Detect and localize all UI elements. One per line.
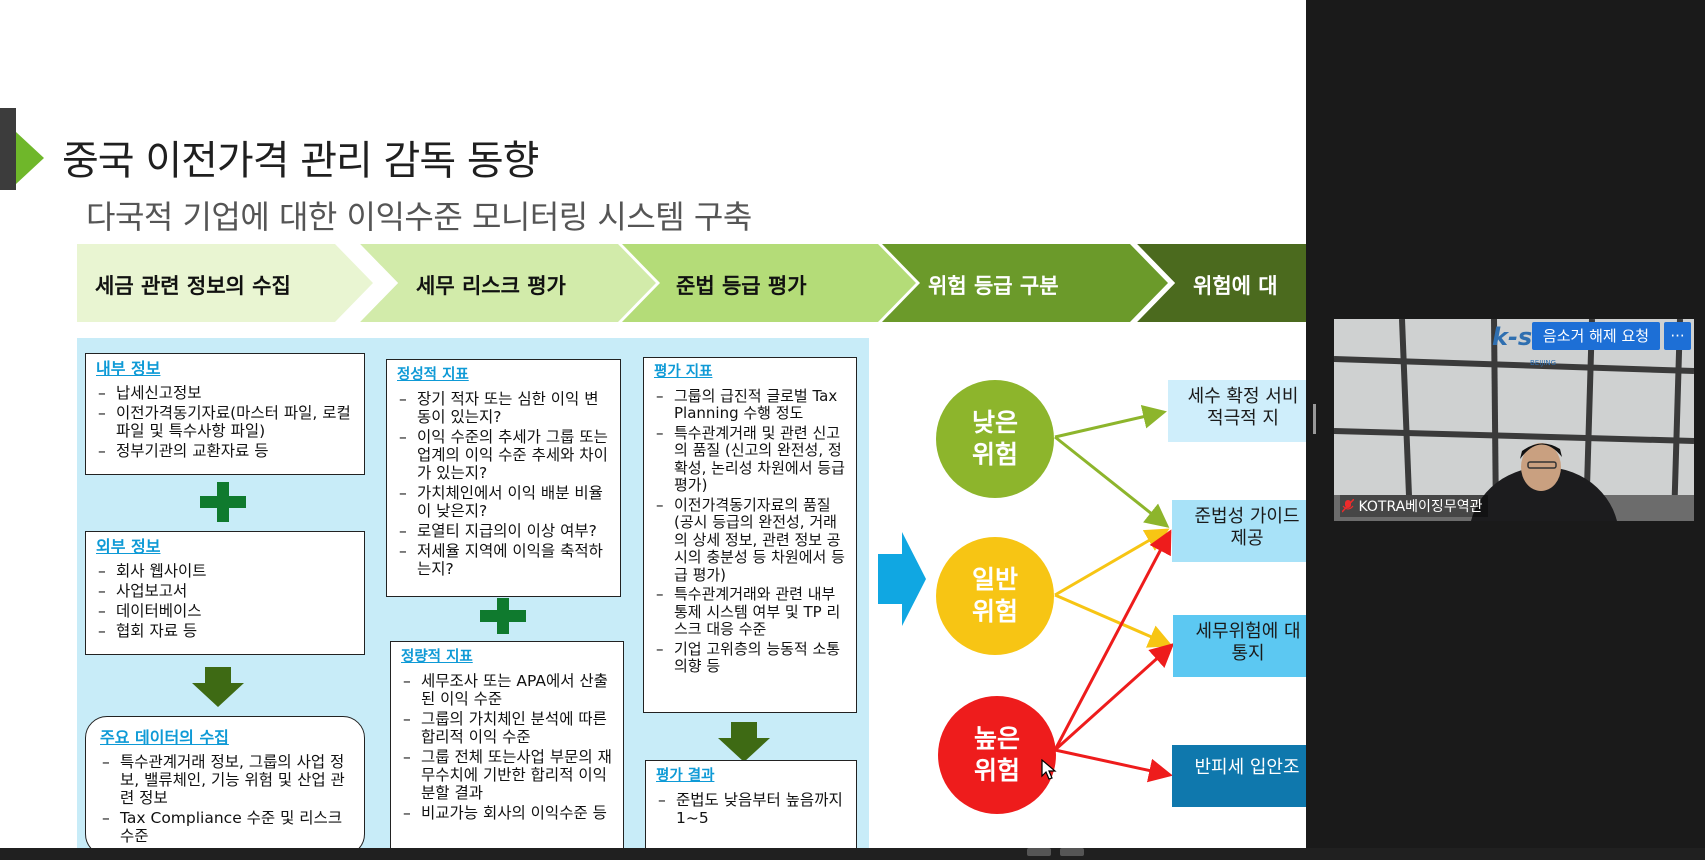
list-item: 가치체인에서 이익 배분 비율이 낮은지?	[397, 484, 610, 520]
evaluation-result-list: 준법도 낮음부터 높음까지 1~5	[656, 791, 846, 827]
request-unmute-button[interactable]: 음소거 해제 요청	[1532, 322, 1660, 350]
external-info-box: 외부 정보 회사 웹사이트 사업보고서 데이터베이스 협회 자료 등	[85, 531, 365, 655]
presentation-slide: 중국 이전가격 관리 감독 동향 다국적 기업에 대한 이익수준 모니터링 시스…	[0, 0, 1306, 848]
action-box-risk-notice: 세무위험에 대 통지	[1173, 615, 1306, 677]
external-info-title: 외부 정보	[96, 537, 161, 556]
external-info-list: 회사 웹사이트 사업보고서 데이터베이스 협회 자료 등	[96, 562, 354, 640]
main-data-box: 주요 데이터의 수집 특수관계거래 정보, 그룹의 사업 정보, 밸류체인, 기…	[85, 716, 365, 848]
arrow-right-icon	[878, 532, 926, 626]
studio-logo-sub: BEIJING	[1530, 359, 1557, 367]
process-step-4: 위험 등급 구분	[872, 244, 1172, 322]
list-item: 그룹의 급진적 글로벌 Tax Planning 수행 정도	[654, 387, 846, 423]
internal-info-list: 납세신고정보 이전가격동기자료(마스터 파일, 로컬 파일 및 특수사항 파일)…	[96, 384, 354, 460]
panel-resize-handle[interactable]	[1313, 404, 1316, 434]
process-step-label: 위험에 대	[1193, 274, 1278, 298]
list-item: 이익 수준의 추세가 그룹 또는 업계의 이익 수준 추세와 차이가 있는지?	[397, 428, 610, 482]
quantitative-index-list: 세무조사 또는 APA에서 산출된 이익 수준 그룹의 가치체인 분석에 따른 …	[401, 672, 613, 822]
slide-chevron-decoration	[0, 108, 44, 190]
list-item: 특수관계거래와 관련 내부통제 시스템 여부 및 TP 리스크 대응 수준	[654, 585, 846, 639]
list-item: 협회 자료 등	[96, 622, 354, 640]
list-item: 로열티 지급의이 이상 여부?	[397, 522, 610, 540]
process-step-label: 세무 리스크 평가	[416, 274, 566, 298]
risk-connector-arrows	[1053, 404, 1175, 783]
list-item: Tax Compliance 수준 및 리스크 수준	[100, 809, 350, 845]
internal-info-title: 내부 정보	[96, 359, 161, 378]
main-data-list: 특수관계거래 정보, 그룹의 사업 정보, 밸류체인, 기능 위험 및 산업 관…	[100, 753, 350, 845]
evaluation-index-list: 그룹의 급진적 글로벌 Tax Planning 수행 정도 특수관계거래 및 …	[654, 387, 846, 676]
slide-subtitle: 다국적 기업에 대한 이익수준 모니터링 시스템 구축	[86, 198, 752, 236]
process-step-label: 세금 관련 정보의 수집	[95, 274, 291, 298]
plus-icon	[480, 598, 526, 634]
qualitative-index-list: 장기 적자 또는 심한 이익 변동이 있는지? 이익 수준의 추세가 그룹 또는…	[397, 390, 610, 578]
list-item: 정부기관의 교환자료 등	[96, 442, 354, 460]
more-options-button[interactable]: ···	[1664, 322, 1691, 350]
plus-icon	[200, 482, 246, 522]
screen-share-bottom-bar	[0, 848, 1705, 860]
list-item: 장기 적자 또는 심한 이익 변동이 있는지?	[397, 390, 610, 426]
list-item: 납세신고정보	[96, 384, 354, 402]
high-risk-circle: 높은 위험	[938, 696, 1056, 814]
list-item: 그룹의 가치체인 분석에 따른 합리적 이익 수준	[401, 710, 613, 746]
evaluation-index-title: 평가 지표	[654, 364, 713, 380]
share-control-handle[interactable]	[1060, 848, 1084, 856]
list-item: 이전가격동기자료의 품질(공시 등급의 완전성, 거래의 상세 정보, 관련 정…	[654, 496, 846, 585]
process-step-label: 준법 등급 평가	[676, 274, 807, 298]
action-box-compliance-guide: 준법성 가이드 제공	[1172, 500, 1306, 562]
low-risk-circle: 낮은 위험	[936, 380, 1054, 498]
quantitative-index-box: 정량적 지표 세무조사 또는 APA에서 산출된 이익 수준 그룹의 가치체인 …	[390, 641, 624, 848]
process-step-1: 세금 관련 정보의 수집	[77, 244, 377, 322]
arrow-down-icon	[718, 722, 770, 762]
participant-video-tile[interactable]: k-studio BEIJING 음소거 해제 요청 ··· KOTRA베이징무…	[1334, 319, 1694, 521]
list-item: 회사 웹사이트	[96, 562, 354, 580]
share-control-handle[interactable]	[1027, 848, 1051, 856]
list-item: 세무조사 또는 APA에서 산출된 이익 수준	[401, 672, 613, 708]
list-item: 특수관계거래 정보, 그룹의 사업 정보, 밸류체인, 기능 위험 및 산업 관…	[100, 753, 350, 807]
action-box-tax-service: 세수 확정 서비 적극적 지	[1168, 380, 1306, 442]
list-item: 저세율 지역에 이익을 축적하는지?	[397, 542, 610, 578]
qualitative-index-title: 정성적 지표	[397, 367, 469, 383]
process-step-2: 세무 리스크 평가	[360, 244, 660, 322]
process-step-3: 준법 등급 평가	[620, 244, 920, 322]
evaluation-index-box: 평가 지표 그룹의 급진적 글로벌 Tax Planning 수행 정도 특수관…	[643, 357, 857, 713]
participant-name-label: KOTRA베이징무역관	[1340, 495, 1489, 517]
list-item: 그룹 전체 또는사업 부문의 재무수치에 기반한 합리적 이익 분할 결과	[401, 748, 613, 802]
mouse-cursor-icon	[1041, 759, 1057, 780]
arrow-down-icon	[192, 667, 244, 707]
list-item: 데이터베이스	[96, 602, 354, 620]
list-item: 기업 고위층의 능동적 소통 의향 등	[654, 640, 846, 676]
internal-info-box: 내부 정보 납세신고정보 이전가격동기자료(마스터 파일, 로컬 파일 및 특수…	[85, 353, 365, 475]
list-item: 특수관계거래 및 관련 신고의 품질 (신고의 완전성, 정확성, 논리성 차원…	[654, 424, 846, 495]
list-item: 준법도 낮음부터 높음까지 1~5	[656, 791, 846, 827]
list-item: 사업보고서	[96, 582, 354, 600]
list-item: 이전가격동기자료(마스터 파일, 로컬 파일 및 특수사항 파일)	[96, 404, 354, 440]
main-data-title: 주요 데이터의 수집	[100, 728, 229, 747]
qualitative-index-box: 정성적 지표 장기 적자 또는 심한 이익 변동이 있는지? 이익 수준의 추세…	[386, 359, 621, 597]
muted-mic-icon	[1341, 498, 1355, 513]
slide-title: 중국 이전가격 관리 감독 동향	[62, 138, 539, 184]
action-box-anti-avoidance: 반피세 입안조	[1172, 745, 1306, 807]
process-step-label: 위험 등급 구분	[928, 274, 1059, 298]
normal-risk-circle: 일반 위험	[936, 537, 1054, 655]
evaluation-result-title: 평가 결과	[656, 768, 715, 784]
video-background-image	[1334, 319, 1694, 521]
quantitative-index-title: 정량적 지표	[401, 649, 473, 665]
list-item: 비교가능 회사의 이익수준 등	[401, 804, 613, 822]
evaluation-result-box: 평가 결과 준법도 낮음부터 높음까지 1~5	[645, 760, 857, 848]
